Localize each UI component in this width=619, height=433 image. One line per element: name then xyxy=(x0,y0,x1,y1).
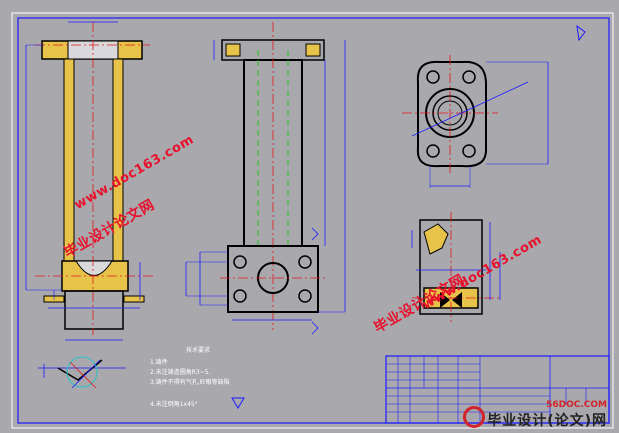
note-item-1: 1.铸件 xyxy=(150,358,168,366)
title-block-frame xyxy=(385,355,610,424)
side-bolt-hole-1 xyxy=(233,255,247,269)
notes-heading: 技术要求 xyxy=(186,346,210,354)
roughness-symbol xyxy=(231,397,245,409)
flange-bolt-1 xyxy=(426,70,440,84)
side-top-lug-left xyxy=(225,43,241,57)
side-base-plate xyxy=(227,245,319,313)
section-a-hatch-top xyxy=(423,223,449,255)
section-arrow-bottom xyxy=(311,321,319,335)
section-a-weld xyxy=(440,292,462,308)
surface-finish-symbol xyxy=(576,24,586,42)
technical-notes: 技术要求 1.铸件 2.未注铸造圆角R3~5. 3.铸件不得有气孔,砂眼等缺陷 … xyxy=(150,346,245,409)
flange-top-view[interactable] xyxy=(402,55,549,188)
title-block[interactable] xyxy=(385,355,610,424)
detail-profile xyxy=(57,359,103,381)
dim-ext-lines-side xyxy=(186,251,228,306)
section-front-view[interactable] xyxy=(25,21,155,341)
detail-circle xyxy=(66,356,98,388)
drawing-border xyxy=(17,17,610,424)
section-a-a-view[interactable] xyxy=(411,212,501,322)
bottom-boss xyxy=(64,290,124,330)
detail-axis-2 xyxy=(71,359,101,389)
side-bolt-hole-3 xyxy=(233,289,247,303)
note-item-2: 2.未注铸造圆角R3~5. xyxy=(150,368,211,376)
side-bolt-hole-2 xyxy=(298,255,312,269)
dim-flange-height-ext xyxy=(486,61,548,165)
side-top-lug-right xyxy=(305,43,321,57)
tube-wall-left xyxy=(63,58,75,262)
drawing-outer-frame xyxy=(11,12,614,429)
flange-bolt-4 xyxy=(462,144,476,158)
section-arrow-top xyxy=(311,227,319,241)
note-item-4: 4.未注倒角1x45° xyxy=(150,400,198,408)
side-view[interactable] xyxy=(185,22,346,335)
dim-flange-diagonal xyxy=(411,81,529,137)
base-cavity xyxy=(75,260,113,276)
logo-ring-icon xyxy=(463,406,485,428)
site-logo: 56DOC.COM 毕业设计(论文)网 xyxy=(463,400,613,432)
dim-flange-ext xyxy=(429,166,471,188)
flange-bolt-3 xyxy=(426,144,440,158)
base-lug-right xyxy=(123,295,145,303)
logo-site: 56DOC.COM xyxy=(546,400,607,410)
note-item-3: 3.铸件不得有气孔,砂眼等缺陷 xyxy=(150,378,230,386)
flange-bolt-2 xyxy=(462,70,476,84)
flange-outline xyxy=(416,60,487,168)
detail-axis-1 xyxy=(69,361,97,389)
detail-view[interactable] xyxy=(38,356,126,389)
side-bolt-hole-4 xyxy=(298,289,312,303)
logo-name: 毕业设计(论文)网 xyxy=(487,413,607,429)
